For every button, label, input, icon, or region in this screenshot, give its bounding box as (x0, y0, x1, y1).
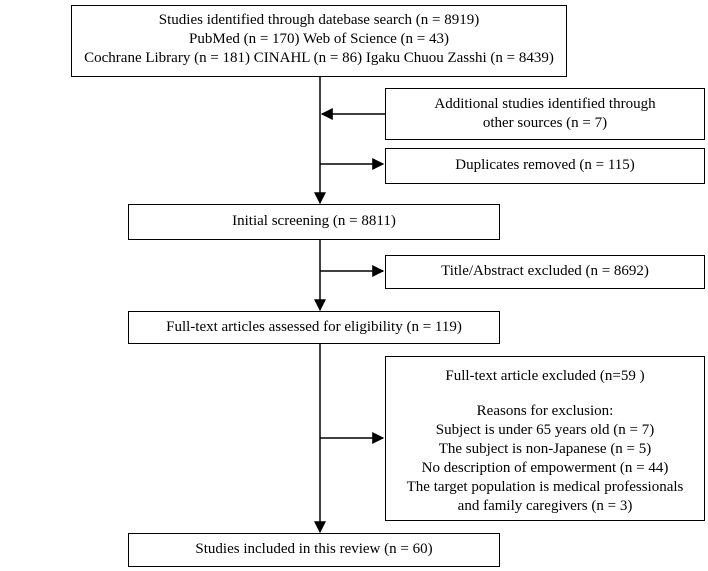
box-initial-screening: Initial screening (n = 8811) (128, 204, 500, 240)
exclusion-reason: No description of empowerment (n = 44) (421, 460, 669, 476)
included-text: Studies included in this review (n = 60) (195, 541, 433, 557)
box-additional-studies: Additional studies identified through ot… (385, 88, 705, 140)
box-studies-identified: Studies identified through datebase sear… (71, 5, 567, 77)
exclusion-reason: Subject is under 65 years old (n = 7) (435, 422, 655, 438)
box-title-abstract-excluded: Title/Abstract excluded (n = 8692) (385, 255, 705, 289)
reasons-title: Reasons for exclusion: (476, 403, 614, 419)
initial-screening-text: Initial screening (n = 8811) (232, 213, 396, 229)
box-fulltext-assessed: Full-text articles assessed for eligibil… (128, 311, 500, 344)
exclusion-reason: The subject is non-Japanese (n = 5) (438, 441, 652, 457)
exclusion-reason: and family caregivers (n = 3) (457, 498, 633, 514)
identified-line-2: PubMed (n = 170) Web of Science (n = 43) (189, 31, 449, 47)
fulltext-assessed-text: Full-text articles assessed for eligibil… (166, 319, 462, 335)
identified-line-3: Cochrane Library (n = 181) CINAHL (n = 8… (84, 50, 554, 66)
box-duplicates-removed: Duplicates removed (n = 115) (385, 148, 705, 184)
title-abstract-excluded-text: Title/Abstract excluded (n = 8692) (441, 263, 649, 279)
duplicates-text: Duplicates removed (n = 115) (455, 157, 635, 173)
exclusion-reason: The target population is medical profess… (406, 479, 684, 495)
additional-line-2: other sources (n = 7) (482, 115, 608, 131)
box-fulltext-excluded: Full-text article excluded (n=59 ) Reaso… (385, 356, 705, 521)
additional-line-1: Additional studies identified through (434, 96, 656, 112)
identified-line-1: Studies identified through datebase sear… (158, 12, 480, 28)
box-studies-included: Studies included in this review (n = 60) (128, 533, 500, 567)
fulltext-excluded-heading: Full-text article excluded (n=59 ) (445, 368, 645, 384)
